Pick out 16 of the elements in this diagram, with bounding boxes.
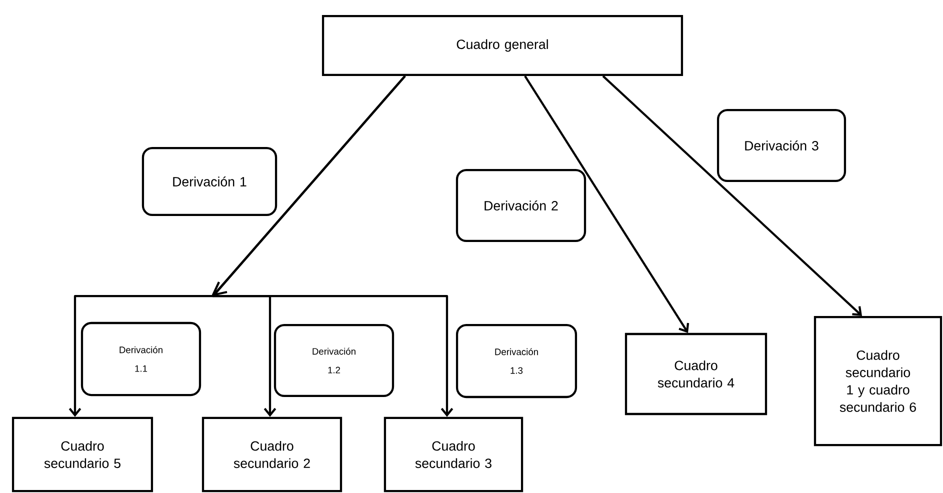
process-box: Cuadro secundario 5 bbox=[12, 416, 154, 492]
process-box: Cuadro secundario 2 bbox=[202, 416, 342, 492]
arrow bbox=[524, 75, 690, 333]
arrow bbox=[602, 75, 862, 316]
process-box: Cuadro general bbox=[322, 14, 684, 76]
arrow bbox=[212, 75, 454, 417]
label-box: Derivación 1.2 bbox=[274, 324, 394, 398]
label-box: Derivación 1.3 bbox=[456, 324, 578, 398]
arrowhead bbox=[212, 282, 228, 296]
label-box: Derivación 1.1 bbox=[80, 322, 202, 396]
process-box: Cuadro secundario 1 y cuadro secundario 6 bbox=[814, 316, 942, 446]
process-box: Cuadro secundario 4 bbox=[624, 332, 768, 416]
label-box: Derivación 3 bbox=[716, 108, 846, 182]
label-box: Derivación 2 bbox=[456, 168, 586, 242]
label-box: Derivación 1 bbox=[142, 146, 278, 216]
process-box: Cuadro secundario 3 bbox=[384, 416, 524, 492]
